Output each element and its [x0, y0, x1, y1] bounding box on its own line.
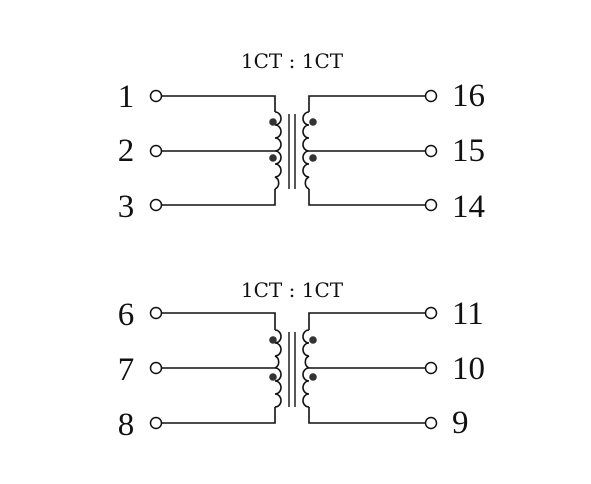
pin-label: 1	[118, 79, 135, 115]
terminal	[149, 361, 163, 375]
polarity-dot	[309, 154, 317, 162]
polarity-dot	[309, 118, 317, 126]
primary-wire-top	[162, 312, 276, 330]
pin-label: 3	[118, 189, 135, 225]
terminal	[424, 198, 438, 212]
polarity-dot	[309, 373, 317, 381]
turns-ratio-label: 1CT : 1CT	[241, 49, 344, 73]
terminal	[424, 306, 438, 320]
pin-label: 2	[118, 133, 135, 169]
pin-label: 11	[452, 296, 484, 332]
pin-label: 14	[452, 189, 485, 225]
terminal	[149, 198, 163, 212]
pin-label: 15	[452, 133, 485, 169]
pin-label: 9	[452, 405, 469, 441]
secondary-coil	[302, 329, 310, 408]
pin-label: 6	[118, 297, 135, 333]
terminal	[424, 89, 438, 103]
terminal	[149, 416, 163, 430]
secondary-coil	[302, 111, 310, 190]
terminal	[424, 144, 438, 158]
terminal	[424, 416, 438, 430]
secondary-wire-top	[308, 95, 425, 112]
transformer-1: 1CT : 1CT 1 2 3 16 15 14	[118, 49, 485, 225]
polarity-dot	[309, 336, 317, 344]
secondary-wire-top	[308, 312, 425, 330]
pin-label: 16	[452, 78, 485, 114]
pin-label: 10	[452, 351, 485, 387]
primary-wire-bottom	[162, 407, 276, 424]
polarity-dot	[269, 373, 277, 381]
pin-label: 8	[118, 407, 135, 443]
primary-wire-top	[162, 95, 276, 112]
terminal	[424, 361, 438, 375]
primary-wire-bottom	[162, 189, 276, 206]
secondary-wire-bottom	[308, 407, 425, 424]
turns-ratio-label: 1CT : 1CT	[241, 278, 344, 302]
polarity-dot	[269, 118, 277, 126]
pin-label: 7	[118, 352, 135, 388]
polarity-dot	[269, 154, 277, 162]
terminal	[149, 144, 163, 158]
secondary-wire-bottom	[308, 189, 425, 206]
transformer-2: 1CT : 1CT 6 7 8 11 10 9	[118, 278, 485, 443]
terminal	[149, 89, 163, 103]
terminal	[149, 306, 163, 320]
polarity-dot	[269, 336, 277, 344]
